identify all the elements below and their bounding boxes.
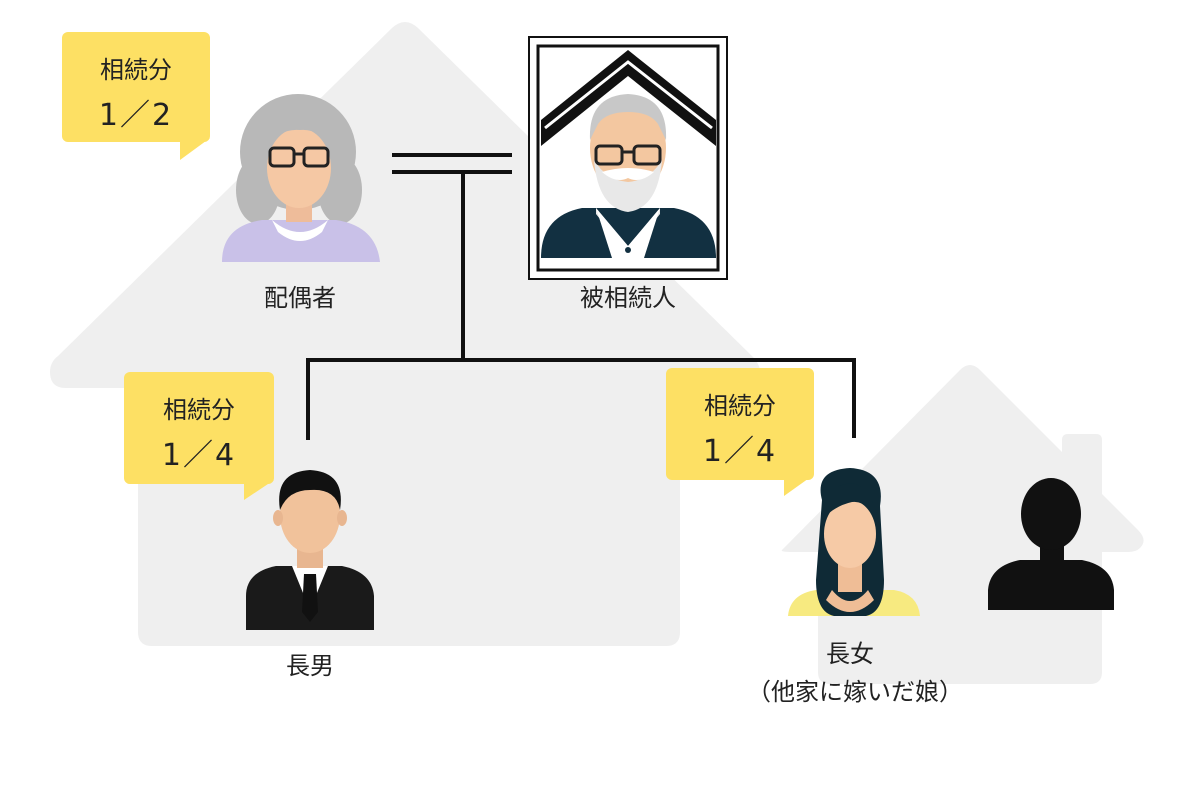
son-avatar xyxy=(246,470,374,630)
spouse-share-value: 1／2 xyxy=(98,98,174,133)
daughter-bubble-tail xyxy=(784,476,812,496)
deceased-label: 被相続人 xyxy=(580,284,676,312)
main-house-shape xyxy=(50,22,760,646)
son-share-bubble: 相続分 1／4 xyxy=(124,372,274,500)
family-lines xyxy=(306,153,856,440)
spouse-label: 配偶者 xyxy=(264,284,336,312)
daughter-label: 長女 xyxy=(826,640,874,668)
son-label: 長男 xyxy=(286,652,334,680)
spouse-avatar xyxy=(222,94,380,262)
deceased-portrait xyxy=(528,36,728,280)
daughter-note: （他家に嫁いだ娘） xyxy=(747,678,963,706)
husband-silhouette xyxy=(988,478,1114,610)
spouse-share-bubble: 相続分 1／2 xyxy=(62,32,210,160)
daughter-share-bubble: 相続分 1／4 xyxy=(666,368,814,496)
spouse-bubble-tail xyxy=(180,138,210,160)
daughter-share-title: 相続分 xyxy=(704,392,776,420)
son-share-title: 相続分 xyxy=(163,396,235,424)
daughter-avatar xyxy=(788,468,920,616)
spouse-share-title: 相続分 xyxy=(100,56,172,84)
daughter-share-value: 1／4 xyxy=(702,434,778,469)
son-share-value: 1／4 xyxy=(161,438,237,473)
son-bubble-tail xyxy=(244,480,274,500)
